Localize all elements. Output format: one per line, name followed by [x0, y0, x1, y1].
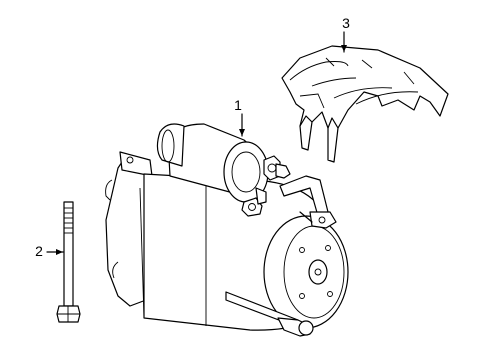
heat-shield-drawing — [281, 45, 449, 163]
callout-1: 1 — [234, 97, 245, 137]
starter-drawing — [105, 123, 349, 337]
callout-2: 2 — [35, 243, 64, 259]
callout-3-number: 3 — [342, 15, 350, 31]
callout-2-number: 2 — [35, 243, 43, 259]
callout-1-number: 1 — [234, 97, 242, 113]
callout-3: 3 — [341, 15, 350, 53]
bolt-drawing — [56, 201, 81, 323]
